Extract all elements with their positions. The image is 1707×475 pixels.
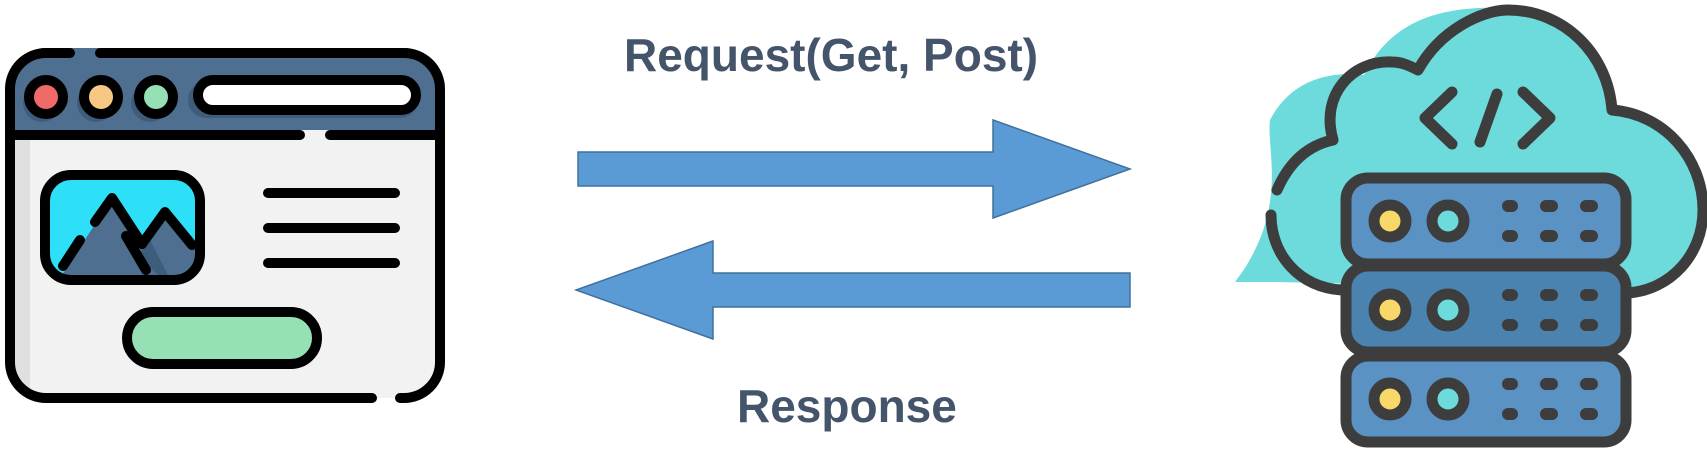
request-arrow (577, 118, 1133, 220)
code-bracket-left (1419, 86, 1458, 150)
window-dot-red (24, 75, 68, 119)
cloud-server-icon (1235, 4, 1707, 448)
server-unit (1340, 172, 1632, 270)
window-dot-green (134, 75, 178, 119)
image-placeholder-icon (40, 170, 205, 285)
browser-window-icon (5, 48, 445, 403)
server-unit (1340, 350, 1632, 448)
code-bracket-right (1517, 86, 1556, 150)
code-slash (1474, 88, 1503, 148)
server-unit (1340, 260, 1632, 358)
window-address-bar (193, 75, 421, 115)
request-label: Request(Get, Post) (624, 29, 1039, 81)
window-dot-yellow (79, 75, 123, 119)
response-label: Response (737, 380, 957, 432)
response-arrow (573, 239, 1131, 341)
